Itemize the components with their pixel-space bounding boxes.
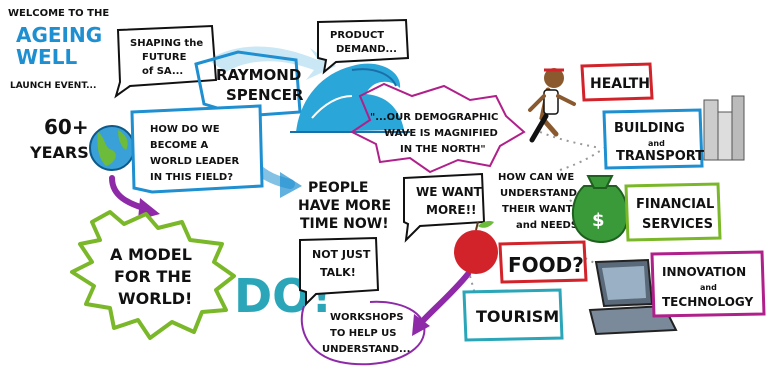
food-label: FOOD?: [508, 253, 584, 277]
leader-line-4: IN THIS FIELD?: [150, 172, 233, 183]
shaping-line-3: of SA...: [142, 66, 183, 77]
building-line-1: BUILDING: [614, 121, 685, 136]
sector-tourism: TOURISM: [462, 288, 564, 342]
people-line-1: PEOPLE: [308, 180, 368, 196]
innovation-line-3: TECHNOLOGY: [662, 295, 753, 309]
svg-text:$: $: [592, 210, 605, 231]
leader-line-3: WORLD LEADER: [150, 156, 239, 167]
title-line-1: WELCOME TO THE: [8, 8, 109, 19]
sector-building-transport: BUILDING and TRANSPORT: [602, 108, 704, 170]
model-line-1: A MODEL: [110, 245, 192, 264]
age-number: 60+: [44, 115, 89, 139]
title-line-2: AGEING: [16, 23, 102, 47]
age-label: 60+ YEARS: [29, 115, 89, 162]
model-starburst: A MODEL FOR THE WORLD!: [70, 210, 236, 340]
workshops-arrow: [412, 271, 471, 336]
wave-quote-line-2: WAVE IS MAGNIFIED: [384, 128, 498, 139]
wave-quote-line-1: "...OUR DEMOGRAPHIC: [370, 112, 498, 123]
shaping-line-1: SHAPING the: [130, 38, 203, 49]
talk-line-2: TALK!: [320, 266, 356, 279]
sector-innovation: INNOVATION and TECHNOLOGY: [650, 250, 766, 318]
product-line-2: DEMAND...: [336, 44, 397, 55]
people-line-2: HAVE MORE: [298, 198, 391, 214]
talk-line-1: NOT JUST: [312, 248, 371, 261]
financial-line-2: SERVICES: [642, 217, 713, 232]
shaping-future-bubble: SHAPING the FUTURE of SA...: [114, 24, 218, 99]
workshops-line-3: UNDERSTAND...: [322, 344, 410, 355]
buildings-icon: [703, 95, 745, 161]
shaping-line-2: FUTURE: [142, 52, 187, 63]
understand-line-2: UNDERSTAND: [500, 188, 577, 199]
runner-icon: [528, 68, 576, 143]
want-more-line-2: MORE!!: [426, 203, 477, 217]
understand-line-3: THEIR WANTS: [502, 204, 580, 215]
model-line-3: WORLD!: [118, 289, 192, 308]
understand-question: HOW CAN WE UNDERSTAND THEIR WANTS and NE…: [498, 172, 584, 231]
want-more-line-1: WE WANT: [416, 185, 483, 199]
world-leader-bubble: HOW DO WE BECOME A WORLD LEADER IN THIS …: [130, 104, 264, 194]
not-just-talk-bubble: NOT JUST TALK!: [299, 236, 380, 307]
age-unit: YEARS: [29, 143, 89, 162]
speaker-line-1: RAYMOND: [216, 66, 301, 84]
people-time-label: PEOPLE HAVE MORE TIME NOW!: [298, 180, 391, 232]
globe-icon: [89, 125, 135, 171]
event-title: WELCOME TO THE AGEING WELL LAUNCH EVENT.…: [8, 8, 109, 91]
financial-line-1: FINANCIAL: [636, 197, 714, 212]
leader-line-1: HOW DO WE: [150, 124, 220, 135]
understand-line-4: and NEEDS?: [516, 220, 584, 231]
model-line-2: FOR THE: [114, 267, 192, 286]
product-line-1: PRODUCT: [330, 30, 384, 41]
workshops-bubble: WORKSHOPS TO HELP US UNDERSTAND...: [300, 300, 426, 366]
wave-quote-line-3: IN THE NORTH": [400, 144, 486, 155]
workshops-line-1: WORKSHOPS: [330, 312, 404, 323]
wave-quote: "...OUR DEMOGRAPHIC WAVE IS MAGNIFIED IN…: [350, 82, 526, 174]
apple-icon: [454, 221, 498, 274]
workshops-line-2: TO HELP US: [330, 328, 397, 339]
title-line-3: WELL: [16, 45, 77, 69]
sector-food: FOOD?: [498, 240, 588, 284]
innovation-line-1: INNOVATION: [662, 265, 746, 279]
building-line-3: TRANSPORT: [616, 149, 704, 164]
building-line-2: and: [648, 139, 665, 148]
understand-line-1: HOW CAN WE: [498, 172, 574, 183]
innovation-line-2: and: [700, 283, 717, 292]
health-label: HEALTH: [590, 76, 650, 92]
product-demand-bubble: PRODUCT DEMAND...: [317, 18, 410, 75]
people-line-3: TIME NOW!: [300, 216, 389, 232]
sector-health: HEALTH: [580, 62, 654, 102]
want-more-bubble: WE WANT MORE!!: [403, 172, 486, 243]
leader-line-2: BECOME A: [150, 140, 209, 151]
title-line-4: LAUNCH EVENT...: [10, 81, 96, 91]
tourism-label: TOURISM: [476, 307, 559, 326]
money-bag-icon: $: [571, 175, 629, 244]
speaker-line-2: SPENCER: [226, 86, 304, 104]
wave-icon: [290, 63, 410, 133]
sector-financial: FINANCIAL SERVICES: [624, 182, 722, 242]
